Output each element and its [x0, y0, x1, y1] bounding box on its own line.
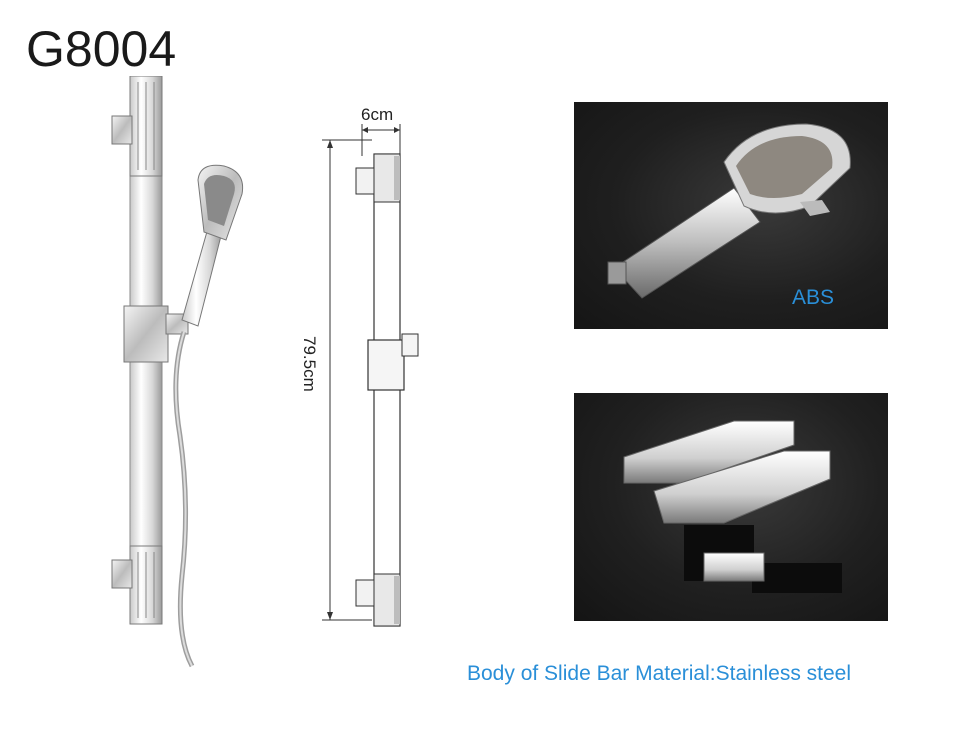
slider-block: [123, 305, 169, 363]
abs-material-label: ABS: [792, 286, 835, 309]
top-end-cap: [129, 76, 163, 177]
bottom-end-cap: [129, 545, 163, 625]
product-model-title: G8004: [26, 21, 177, 77]
height-dimension-label: 79.5cm: [300, 336, 319, 392]
slide-bar-product-photo: [111, 76, 244, 668]
shower-hose: [173, 331, 195, 668]
width-dimension-label: 6cm: [361, 105, 393, 124]
hand-shower: [181, 164, 244, 327]
material-caption: Body of Slide Bar Material:Stainless ste…: [467, 662, 852, 685]
slide-bar-end-detail-photo: [574, 393, 888, 621]
dimension-drawing: 6cm 79.5cm: [300, 105, 419, 627]
handshower-detail-photo: [574, 102, 888, 329]
